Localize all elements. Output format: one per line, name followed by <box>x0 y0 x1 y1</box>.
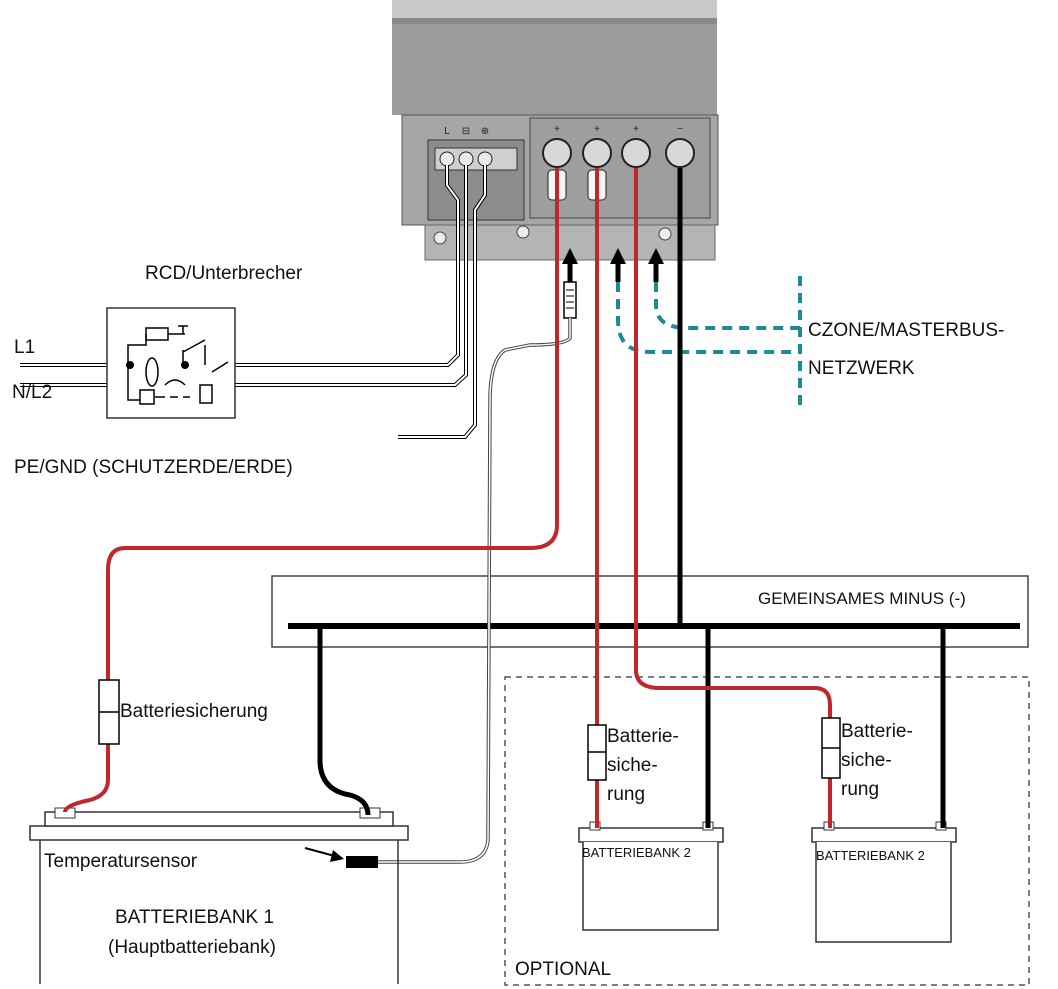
battery-bank-2b-label: BATTERIEBANK 2 <box>816 848 925 863</box>
network-label: CZONE/MASTERBUS- NETZWERK <box>808 320 1005 379</box>
terminal-symbol: ⊟ <box>462 126 470 137</box>
battery-bank-1 <box>29 807 409 984</box>
rcd-breaker-symbol <box>106 307 236 419</box>
pe-gnd-label: PE/GND (SCHUTZERDE/ERDE) <box>14 457 293 478</box>
terminal-symbol: + <box>633 124 639 135</box>
terminal-symbol: + <box>594 124 600 135</box>
network-lines <box>616 276 802 405</box>
temperature-sensor-label: Temperatursensor <box>44 851 198 872</box>
fuse-symbols <box>98 679 841 781</box>
dc-terminal-studs <box>529 117 711 219</box>
rcd-label: RCD/Unterbrecher <box>145 263 303 284</box>
ac-wiring <box>20 165 487 439</box>
battery-bank-2a-label: BATTERIEBANK 2 <box>582 845 691 860</box>
connection-arrows <box>562 248 664 282</box>
nl2-label: N/L2 <box>12 382 53 403</box>
common-minus-bus <box>271 575 1029 648</box>
temperature-sensor <box>346 856 378 868</box>
terminal-symbol: − <box>677 124 683 135</box>
terminal-symbol: L <box>444 126 450 137</box>
battery-bank-2b <box>811 821 957 943</box>
l1-label: L1 <box>14 337 36 358</box>
optional-label: OPTIONAL <box>515 959 612 980</box>
terminal-symbol: ⊕ <box>481 126 489 137</box>
negative-wires <box>317 168 946 828</box>
temperature-sensor-cable <box>304 281 577 868</box>
common-minus-label: GEMEINSAMES MINUS (-) <box>758 589 966 608</box>
main-fuse-label: Batteriesicherung <box>120 701 268 722</box>
battery-bank-1-label: BATTERIEBANK 1 <box>115 907 275 928</box>
fuse-bank2a-label: Batterie- siche- rung <box>607 726 679 805</box>
terminal-symbol: + <box>554 124 560 135</box>
optional-region <box>504 676 1030 986</box>
fuse-bank2b-label: Batterie- siche- rung <box>841 721 913 800</box>
battery-bank-2a <box>578 821 724 931</box>
positive-wires <box>63 168 832 828</box>
battery-bank-1-sublabel: (Hauptbatteriebank) <box>108 937 276 958</box>
